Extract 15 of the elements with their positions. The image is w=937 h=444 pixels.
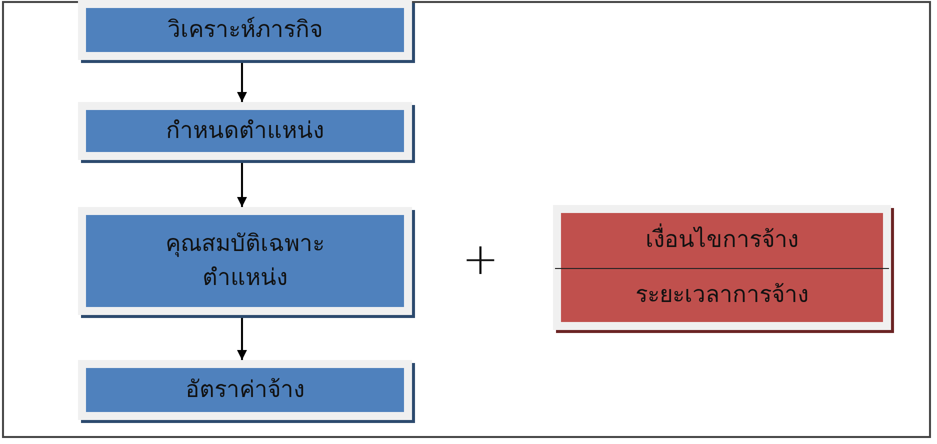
box-text: ระยะเวลาการจ้าง	[634, 280, 810, 310]
box-text: วิเคราะห์ภารกิจ	[166, 16, 324, 45]
process-box	[78, 360, 412, 420]
process-box	[78, 102, 412, 160]
box-text: กำหนดตำแหน่ง	[165, 116, 325, 146]
process-box	[78, 0, 412, 60]
box-text: เงื่อนไขการจ้าง	[636, 223, 808, 258]
arrow	[237, 63, 247, 102]
arrow	[237, 163, 247, 207]
arrow	[237, 318, 247, 360]
condition-box	[553, 205, 891, 330]
box-text: คุณสมบัติเฉพาะ ตำแหน่ง	[164, 230, 326, 293]
box-text: อัตราค่าจ้าง	[184, 376, 306, 405]
plus-sign: +	[462, 238, 499, 282]
process-box	[78, 207, 412, 315]
